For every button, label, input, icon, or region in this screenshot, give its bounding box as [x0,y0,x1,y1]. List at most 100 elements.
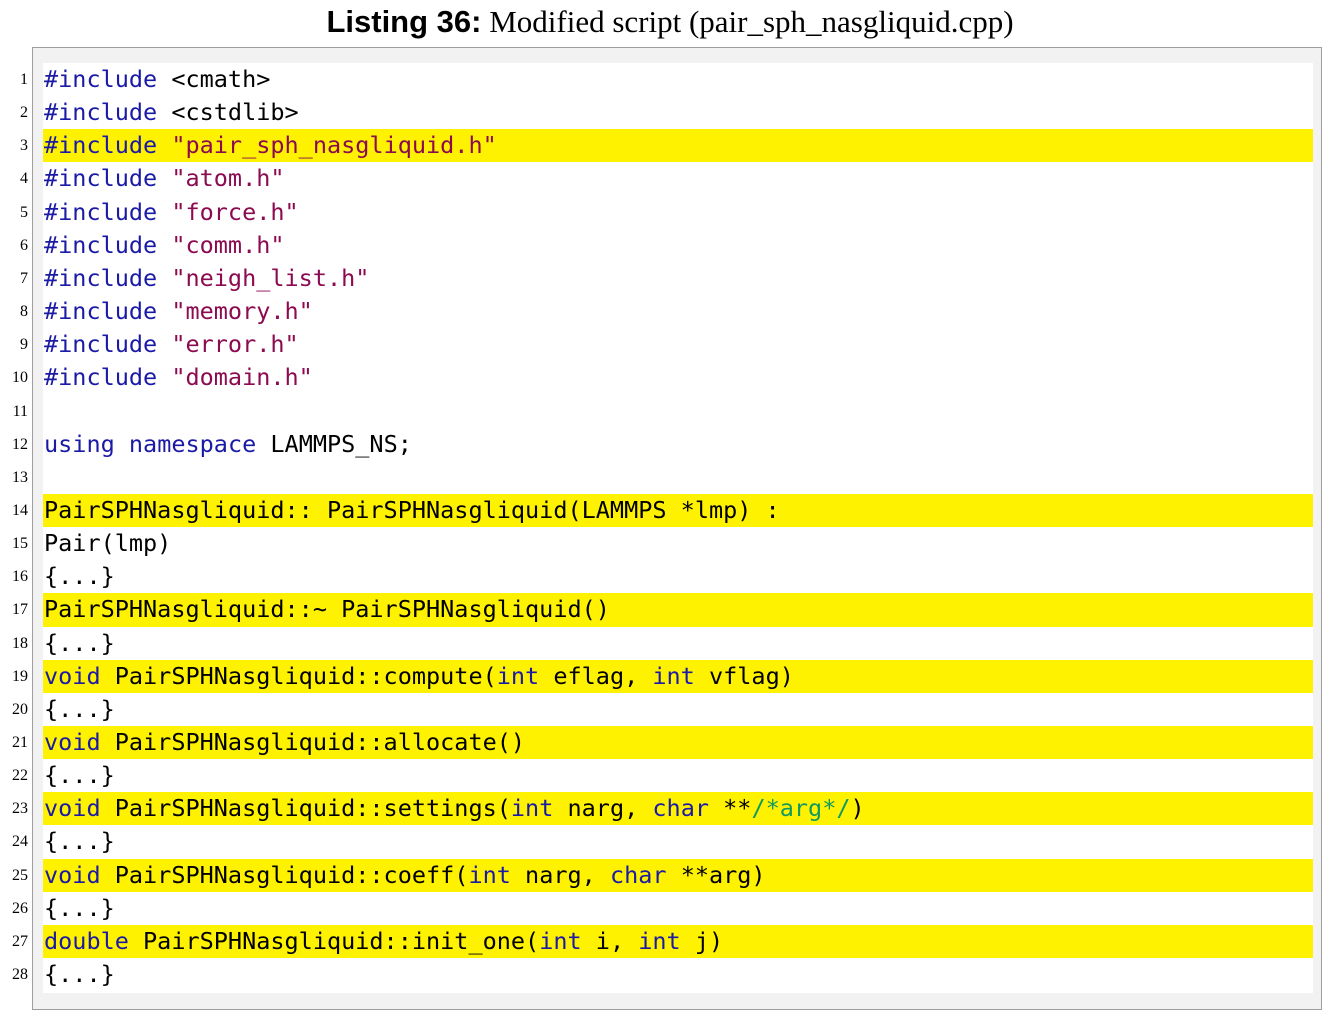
highlighted-code-text: void PairSPHNasgliquid::coeff(int narg, … [43,858,1313,892]
code-token: ) [850,794,865,823]
code-text: #include <cstdlib> [43,96,1313,129]
line-number: 15 [12,535,28,553]
code-token [157,131,171,159]
code-text: Pair(lmp) [43,527,1313,560]
code-text: {...} [43,958,1313,991]
code-listing-background [43,63,1313,993]
code-token: PairSPHNasgliquid::coeff( [100,860,469,889]
keyword-token: void [44,794,101,823]
code-text: #include "force.h" [43,196,1313,229]
string-token: "error.h" [171,330,299,359]
code-text: #include "domain.h" [43,361,1313,394]
code-text: #include <cmath> [43,63,1313,96]
highlighted-code-text: #include "pair_sph_nasgliquid.h" [43,129,1313,163]
line-number: 16 [12,568,28,586]
code-text: using namespace LAMMPS_NS; [43,428,1313,461]
keyword-token: char [609,860,667,889]
code-token [157,231,171,259]
code-text: #include "atom.h" [43,162,1313,195]
listing-label: Listing 36: [326,4,482,39]
line-number: 27 [12,932,28,950]
line-number: 22 [12,767,28,785]
code-token [157,363,171,391]
code-token: {...} [44,960,115,989]
code-token [115,430,129,458]
line-number: 11 [12,402,28,420]
listing-caption: Listing 36: Modified script (pair_sph_na… [0,2,1340,42]
keyword-token: void [44,860,101,889]
line-number: 7 [20,269,28,287]
line-number: 2 [20,104,28,122]
code-text: {...} [43,892,1313,925]
line-number: 17 [12,601,28,619]
code-text: #include "memory.h" [43,295,1313,328]
string-token: "neigh_list.h" [171,263,370,292]
keyword-token: int [510,794,554,823]
keyword-token: #include [44,65,158,93]
code-token: Pair(lmp) [44,529,172,558]
code-token: PairSPHNasgliquid::settings( [100,794,511,823]
code-text: {...} [43,759,1313,792]
code-token: narg, [553,794,653,823]
string-token: "domain.h" [171,363,313,392]
highlighted-code-text: PairSPHNasgliquid::∼ PairSPHNasgliquid() [43,593,1313,627]
line-number: 5 [20,203,28,221]
line-number: 24 [12,833,28,851]
keyword-token: #include [44,164,158,193]
code-token [157,264,171,292]
highlighted-code-text: void PairSPHNasgliquid::compute(int efla… [43,659,1313,693]
code-token [157,297,171,325]
listing-title: Modified script (pair_sph_nasgliquid.cpp… [489,4,1014,39]
code-text: #include "comm.h" [43,229,1313,262]
line-number: 20 [12,700,28,718]
keyword-token: int [652,661,695,690]
code-token: PairSPHNasgliquid::init_one( [128,926,540,955]
line-number: 18 [12,634,28,652]
line-number: 4 [20,170,28,188]
code-text: {...} [43,560,1313,593]
code-token: {...} [44,562,115,591]
string-token: "force.h" [171,197,299,226]
keyword-token: void [44,661,101,690]
line-number: 14 [12,501,28,519]
string-token: "memory.h" [171,297,313,326]
keyword-token: int [539,926,582,955]
code-token: {...} [44,827,115,856]
code-text: {...} [43,627,1313,660]
code-text: {...} [43,693,1313,726]
code-token: i, [581,926,639,955]
keyword-token: int [468,860,511,889]
code-token: vflag) [694,661,794,690]
line-number: 3 [20,137,28,155]
line-number: 6 [20,236,28,254]
line-number: 23 [12,800,28,818]
keyword-token: namespace [128,429,257,458]
keyword-token: #include [44,98,158,127]
line-number: 19 [12,667,28,685]
code-text [43,461,1313,494]
code-token [157,198,171,226]
keyword-token: #include [44,330,158,359]
keyword-token: double [44,926,129,955]
code-token: LAMMPS_NS; [256,429,412,458]
keyword-token: #include [44,197,158,226]
code-text: #include "neigh_list.h" [43,262,1313,295]
comment-token: /*arg*/ [751,794,851,823]
highlighted-code-text: void PairSPHNasgliquid::allocate() [43,726,1313,760]
line-number: 26 [12,899,28,917]
string-token: "comm.h" [171,230,285,259]
line-number: 9 [20,336,28,354]
line-number: 25 [12,866,28,884]
keyword-token: int [496,661,540,690]
code-token: <cmath> [157,65,271,93]
code-token: {...} [44,893,115,922]
code-token: narg, [510,860,610,889]
keyword-token: void [44,728,101,756]
code-token: PairSPHNasgliquid::∼ PairSPHNasgliquid() [44,595,610,624]
code-text [43,395,1313,428]
code-token: {...} [44,694,115,723]
highlighted-code-text: PairSPHNasgliquid:: PairSPHNasgliquid(LA… [43,493,1313,528]
code-token: eflag, [539,661,653,690]
code-token [157,164,171,192]
line-number: 12 [12,435,28,453]
